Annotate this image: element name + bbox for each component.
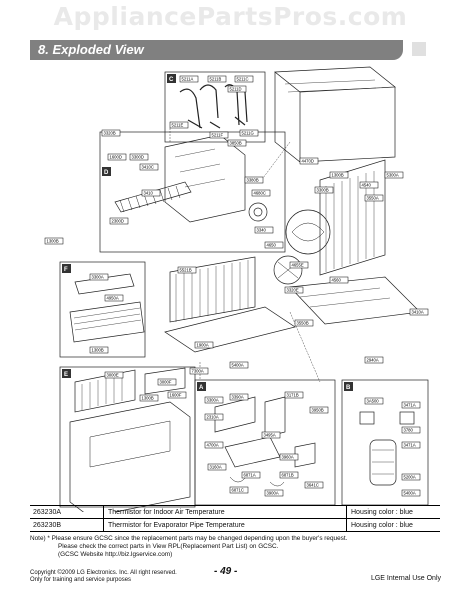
part-label: 3340 [257,228,267,233]
part-label: 5521B [180,268,192,273]
part-label: 3000E [107,373,119,378]
part-label: 6871A [244,473,256,478]
part-label: 4540 [362,183,372,188]
part-label: 5211F [212,133,224,138]
note-line: (GCSC Website http://biz.lgservice.com) [58,551,173,558]
part-label: 1900A [197,343,209,348]
section-title-bar: 8. Exploded View [30,40,403,60]
part-label: 2310A [207,415,219,420]
part-label: 4560 [332,278,342,283]
replacement-note: Note) * Please ensure GCSC since the rep… [30,535,440,559]
part-label: 5211C [237,77,249,82]
part-callouts: 5211A 5211B 5211C 5211D 5211E 5211F 5211… [44,75,429,497]
copyright-text: Copyright ©2009 LG Electronics. Inc. All… [30,570,177,576]
part-label: 3960A [282,455,294,460]
part-label: 5211A [182,77,194,82]
part-label: 1600F [170,393,182,398]
group-letter-e: E [64,372,68,378]
note-line: Note) * Please ensure GCSC since the rep… [30,535,348,542]
part-label: 4650 [267,243,277,248]
part-label: 3550A [367,196,379,201]
part-label: 4655E [292,263,304,268]
title-decoration [412,42,426,56]
part-label: 5400A [404,491,416,496]
group-letter-badges: C D F E A B [62,74,353,391]
part-label: 3000F [160,380,172,385]
part-label: 5211E [172,123,184,128]
part-label: 4680C [254,191,266,196]
group-d-box [99,131,286,253]
table-row: 263230A Thermistor for Indoor Air Temper… [30,505,440,519]
part-label: 5211D [230,87,242,92]
part-label: 3300B [317,188,329,193]
part-label: 6871B [282,473,294,478]
part-label: 3380B [247,178,259,183]
section-title: 8. Exploded View [38,42,144,57]
part-label: 3471A [404,443,416,448]
training-text: Only for training and service purposes [30,577,132,583]
part-label: 3471A [404,403,416,408]
part-label: 1300B [92,348,104,353]
part-label: 1600D [110,155,122,160]
group-letter-a: A [199,385,204,391]
internal-use-text: LGE Internal Use Only [370,575,441,582]
part-label: 3A500 [367,399,380,404]
page-number: - 49 - [214,566,238,577]
part-label: 3495A [264,433,276,438]
part-label: 5211B [210,77,222,82]
part-label: 3410C [142,165,154,170]
watermark: AppliancePartsPros.com [53,2,408,31]
part-label: 3320B [104,131,116,136]
part-label: 7300A [192,369,204,374]
description-cell: Thermistor for Indoor Air Temperature [104,506,347,518]
housing-color-cell: Housing color : blue [351,508,413,516]
part-label: 4700A [207,443,219,448]
part-label: 3410A [412,310,424,315]
part-label: 5200A [404,475,416,480]
part-label: 1300B [142,396,154,401]
part-label: 3300A [207,398,219,403]
footer-copyright: Copyright ©2009 LG Electronics. Inc. All… [30,570,177,584]
table-row: 263230B Thermistor for Evaporator Pipe T… [30,519,440,532]
part-label: 3850B [230,141,242,146]
part-label: 4470D [302,159,314,164]
part-label: 3390A [232,395,244,400]
part-label: 3900A [267,491,279,496]
group-letter-c: C [169,77,174,83]
part-label: 3320E [287,288,299,293]
group-f-box [59,261,146,358]
part-label: 3160A [210,465,222,470]
part-label: 3950B [312,408,324,413]
part-code-cell: 263230A [30,506,104,518]
part-label: 3300A [92,275,104,280]
exploded-view-diagram: C D F E A B 5211A 5211B 5211C 5211D 5211… [44,66,429,512]
group-c-box [164,71,266,143]
thermistor-table: 263230A Thermistor for Indoor Air Temper… [30,505,440,532]
part-label: 5211G [242,131,254,136]
part-code-cell: 263230B [30,519,104,531]
group-e-box [59,366,196,508]
part-label: 5300A [387,173,399,178]
group-letter-b: B [346,385,351,391]
group-letter-f: F [64,267,68,273]
part-label: 6871C [232,488,244,493]
part-label: 3410 [144,191,154,196]
part-label: 3641C [307,483,319,488]
part-label: 2940A [367,358,379,363]
housing-color-cell: Housing color : blue [351,521,413,529]
part-label: 4950A [107,296,119,301]
part-label: 1300B [47,239,59,244]
note-line: Please check the correct parts in View R… [58,543,279,550]
description-cell: Thermistor for Evaporator Pipe Temperatu… [104,519,347,531]
part-label: 3300D [132,155,144,160]
part-label: 1300B [332,173,344,178]
part-label: 3780 [404,428,414,433]
part-label: 3171B [287,393,299,398]
part-label: 2300D [112,219,124,224]
part-label: 3550B [297,321,309,326]
part-label: 5400A [232,363,244,368]
group-letter-d: D [104,170,109,176]
